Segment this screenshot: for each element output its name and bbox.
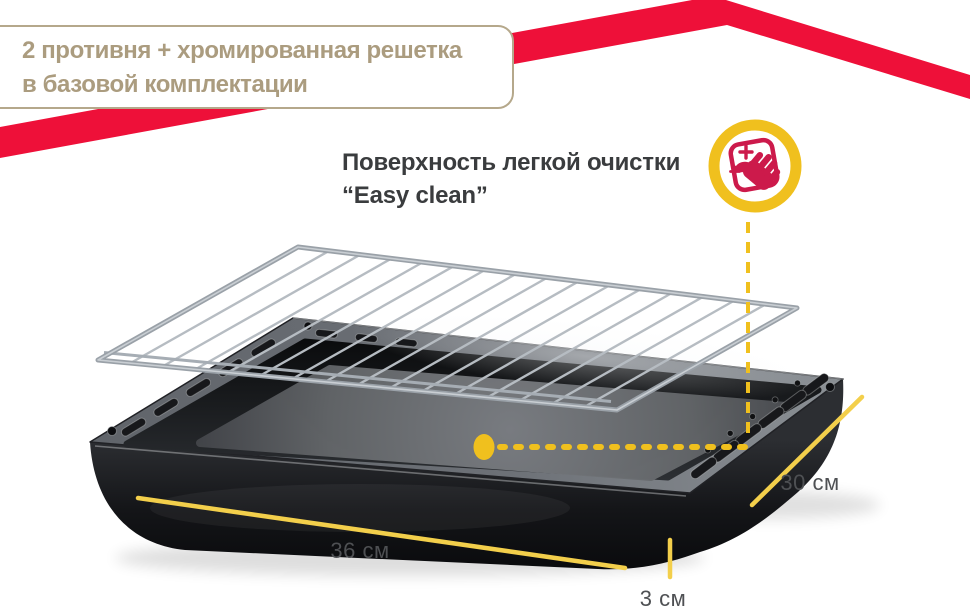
callout-dot	[473, 434, 495, 460]
chrome-rack	[95, 244, 800, 413]
rack-inner-rail	[103, 351, 612, 403]
dimension-line-depth	[749, 394, 865, 508]
dimension-label-height: 3 см	[639, 586, 687, 610]
easy-clean-caption: Поверхность легкой очистки “Easy clean”	[342, 146, 680, 212]
baking-tray	[89, 313, 844, 570]
dimension-line-width	[135, 495, 628, 571]
promo-banner-line1: 2 противня + хромированная решетка	[22, 37, 462, 64]
easy-clean-caption-line1: Поверхность легкой очистки	[342, 149, 681, 176]
wipe-hand-icon	[728, 137, 781, 193]
hand-icon	[735, 151, 781, 190]
easy-clean-badge	[708, 119, 802, 213]
promo-banner: 2 противня + хромированная решетка в баз…	[0, 25, 514, 109]
rack-wires	[129, 249, 767, 408]
tray-corner-holes	[107, 321, 835, 436]
annotations	[135, 222, 865, 580]
tray-rim-slots-right	[690, 373, 830, 480]
promo-banner-line2: в базовой комплектации	[22, 71, 308, 98]
sparkle-icon	[738, 144, 754, 160]
easy-clean-caption-line2: “Easy clean”	[342, 182, 488, 209]
dimension-label-width: 36 см	[330, 538, 390, 563]
rack-frame-highlight	[97, 246, 798, 411]
dimension-label-depth: 30 см	[780, 470, 840, 495]
